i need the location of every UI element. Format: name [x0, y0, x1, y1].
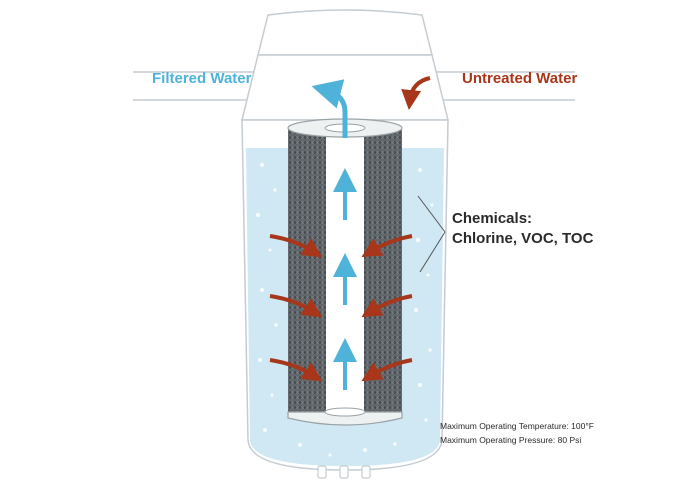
filtered-water-label: Filtered Water [152, 70, 252, 87]
max-pressure-spec: Maximum Operating Pressure: 80 Psi [440, 435, 582, 445]
housing-cap [257, 9, 433, 56]
untreated-water-label: Untreated Water [462, 70, 578, 87]
chemicals-list: Chlorine, VOC, TOC [452, 230, 594, 247]
chemicals-leader [417, 195, 446, 273]
cartridge-bottom [287, 411, 403, 426]
water-bubbles [255, 163, 434, 457]
filtered-exit-arrow [311, 79, 348, 138]
max-temperature-spec: Maximum Operating Temperature: 100°F [440, 421, 594, 431]
untreated-entry-arrow [401, 76, 431, 110]
inward-flow-arrows [269, 234, 413, 382]
chemicals-title: Chemicals: [452, 210, 533, 227]
